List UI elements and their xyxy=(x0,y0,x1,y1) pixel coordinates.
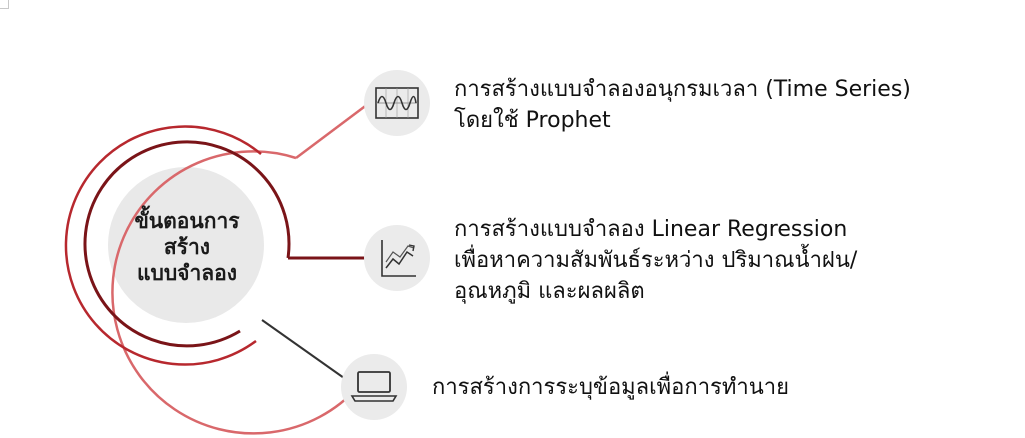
center-disc xyxy=(108,167,264,323)
center-title-line-2: สร้าง xyxy=(163,235,211,259)
step-2-line-3: อุณหภูมิ และผลผลิต xyxy=(454,279,645,304)
connector-step-3 xyxy=(261,319,345,379)
trend-chart-icon xyxy=(364,225,430,291)
step-1-line-1: การสร้างแบบจำลองอนุกรมเวลา (Time Series) xyxy=(454,77,911,102)
inner-ring xyxy=(83,140,291,348)
step-1-line-2: โดยใช้ Prophet xyxy=(454,108,611,133)
laptop-icon xyxy=(341,354,407,420)
connector-step-1 xyxy=(295,103,369,159)
step-1-text: การสร้างแบบจำลองอนุกรมเวลา (Time Series)… xyxy=(454,74,911,136)
step-2-line-1: การสร้างแบบจำลอง Linear Regression xyxy=(454,217,848,242)
center-title-line-3: แบบจำลอง xyxy=(136,261,238,285)
step-3-line-1: การสร้างการระบุข้อมูลเพื่อการทำนาย xyxy=(432,375,790,400)
waveform-chart-icon xyxy=(364,70,430,136)
outer-ring xyxy=(111,150,359,435)
center-title-line-1: ขั้นตอนการ xyxy=(134,209,240,233)
step-2-text: การสร้างแบบจำลอง Linear Regression เพื่อ… xyxy=(454,214,857,307)
step-2-line-2: เพื่อหาความสัมพันธ์ระหว่าง ปริมาณน้ำฝน/ xyxy=(454,248,858,273)
step-3-text: การสร้างการระบุข้อมูลเพื่อการทำนาย xyxy=(432,372,789,403)
page-corner-mark xyxy=(0,0,9,9)
center-title: ขั้นตอนการ สร้าง แบบจำลอง xyxy=(112,208,262,286)
middle-ring xyxy=(64,125,262,366)
